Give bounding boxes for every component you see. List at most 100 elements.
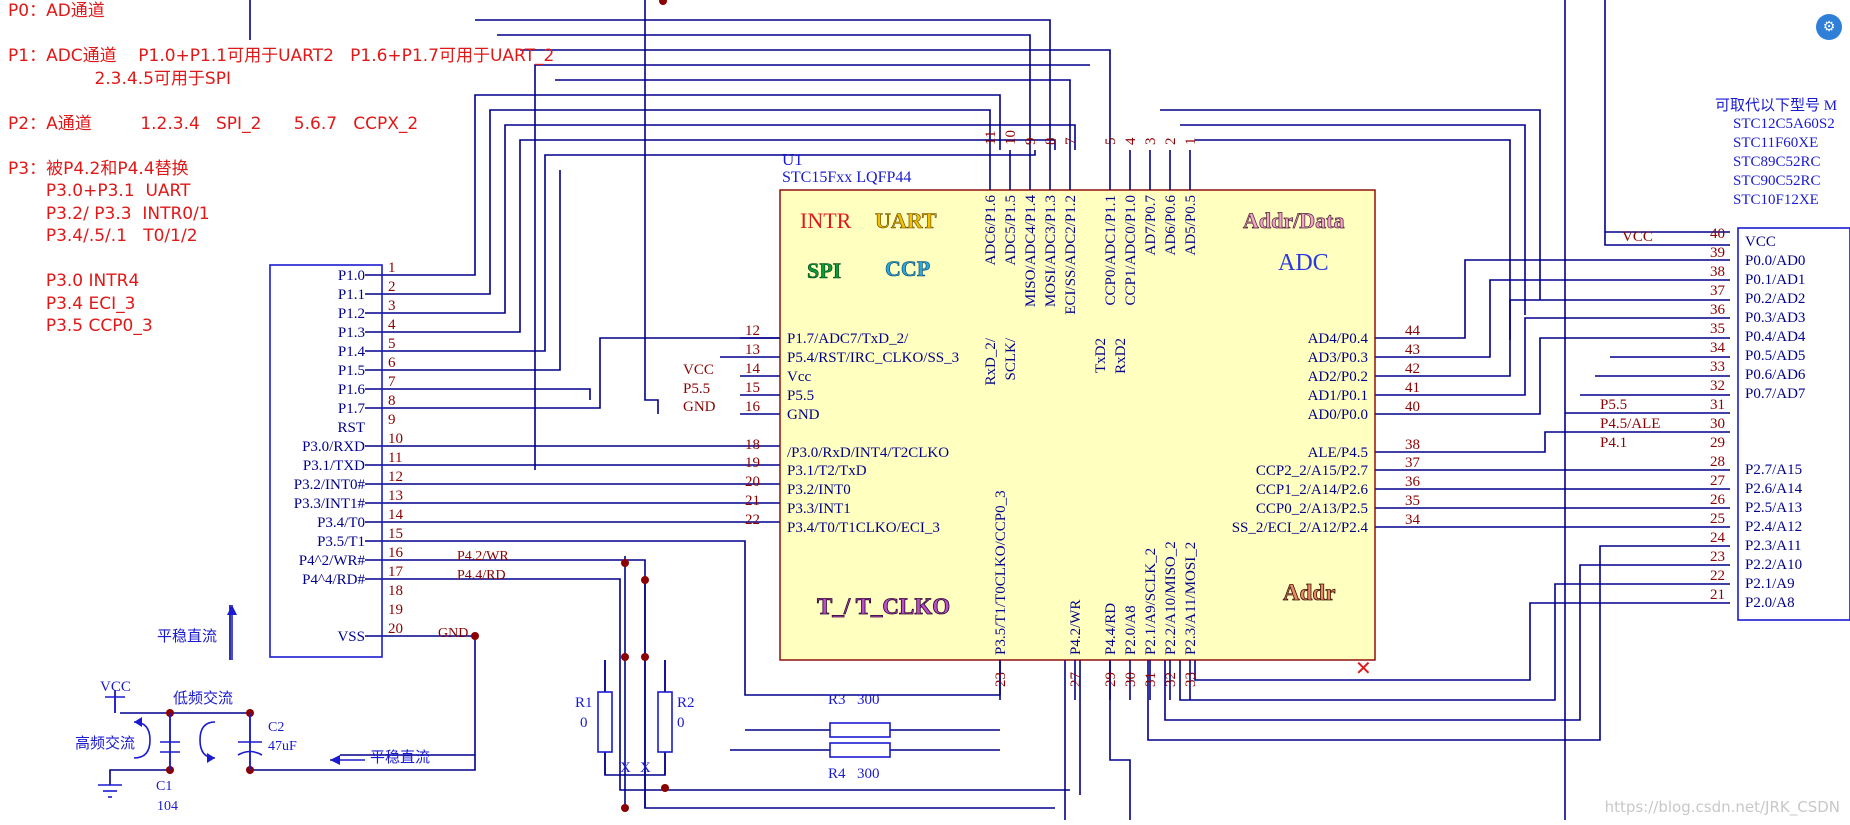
left-pin-name: P4^2/WR# xyxy=(299,553,366,569)
left-pin-name: VSS xyxy=(337,629,365,645)
u1-left-pin-name: /P3.0/RxD/INT4/T2CLKO xyxy=(787,445,949,461)
u1-top-pin-alt: RxD2 xyxy=(1113,338,1129,374)
right-pin-number: 24 xyxy=(1710,530,1726,546)
left-pin-name: P1.6 xyxy=(338,382,366,398)
u1-right-pin-number: 44 xyxy=(1405,323,1421,339)
right-pin-name: P2.7/A15 xyxy=(1745,462,1802,478)
u1-bottom-pin-name: P3.5/T1/T0CLKO/CCP0_3 xyxy=(993,490,1009,655)
group-addr-data: Addr/Data xyxy=(1243,208,1344,233)
left-pin-name: P1.3 xyxy=(338,325,365,341)
right-pin-number: 27 xyxy=(1710,473,1726,489)
r4-value: 300 xyxy=(857,766,880,782)
u1-top-pin-name: AD5/P0.5 xyxy=(1183,195,1199,255)
u1-left-pin-number: 12 xyxy=(745,323,760,339)
right-pin-name: P2.5/A13 xyxy=(1745,500,1802,516)
u1-bottom-pin-name: P4.2/WR xyxy=(1068,600,1084,655)
left-pin-name: P3.5/T1 xyxy=(317,534,365,550)
u1-bottom-pin-number: 27 xyxy=(1068,672,1084,688)
u1-right-pin-name: CCP0_2/A13/P2.5 xyxy=(1256,501,1368,517)
left-chip-body xyxy=(269,264,383,658)
u1-top-pin-name: AD7/P0.7 xyxy=(1143,195,1159,256)
net-gnd-left: GND xyxy=(438,626,468,641)
left-pin-name: P1.7 xyxy=(338,401,366,417)
model-item: STC12C5A60S2 xyxy=(1733,116,1835,132)
u1-left-pin-number: 15 xyxy=(745,380,760,396)
u1-right-pin-number: 40 xyxy=(1405,399,1420,415)
right-pin-name: P0.0/AD0 xyxy=(1745,253,1805,269)
right-pin-number: 36 xyxy=(1710,302,1726,318)
u1-right-pin-number: 42 xyxy=(1405,361,1420,377)
u1-right-pin-name: CCP2_2/A15/P2.7 xyxy=(1256,463,1369,479)
note-line: P3.0 INTR4 xyxy=(8,271,140,291)
u1-left-pin-name: P3.4/T0/T1CLKO/ECI_3 xyxy=(787,520,940,536)
right-pin-name: P2.3/A11 xyxy=(1745,538,1802,554)
left-pin-number: 13 xyxy=(388,488,403,504)
left-pin-number: 1 xyxy=(388,260,396,276)
right-pin-number: 22 xyxy=(1710,568,1725,584)
c1-label: C1 xyxy=(156,779,172,794)
model-list: STC12C5A60S2STC11F60XESTC89C52RCSTC90C52… xyxy=(1733,116,1835,208)
right-pin-name: P2.0/A8 xyxy=(1745,595,1795,611)
left-pin-name: P3.2/INT0# xyxy=(294,477,366,493)
high-freq-label: 高频交流 xyxy=(75,734,135,752)
net-p44: P4.4/RD xyxy=(457,568,506,583)
model-item: STC11F60XE xyxy=(1733,135,1818,151)
r3-value: 300 xyxy=(857,692,880,708)
net-vcc-u1: VCC xyxy=(683,362,714,378)
right-pin-name: P0.2/AD2 xyxy=(1745,291,1805,307)
left-pin-number: 5 xyxy=(388,336,396,352)
left-pin-name: P1.5 xyxy=(338,363,365,379)
u1-right-pin-number: 38 xyxy=(1405,437,1420,453)
left-pin-name: P3.4/T0 xyxy=(317,515,365,531)
note-line: 2.3.4.5可用于SPI xyxy=(8,68,231,89)
u1-left-pin-number: 13 xyxy=(745,342,760,358)
r1-label: R1 xyxy=(575,695,593,711)
left-pin-name: P1.1 xyxy=(338,287,365,303)
replace-title: 可取代以下型号 M xyxy=(1715,97,1837,114)
u1-top-pin-number: 11 xyxy=(983,131,999,145)
net-p55-right: P5.5 xyxy=(1600,397,1627,413)
u1-top-pin-number: 8 xyxy=(1043,138,1059,146)
u1-bottom-pin-number: 31 xyxy=(1143,672,1159,687)
left-pin-number: 2 xyxy=(388,279,396,295)
u1-right-pin-number: 41 xyxy=(1405,380,1420,396)
right-pin-number: 40 xyxy=(1710,226,1725,242)
right-pin-name: P0.5/AD5 xyxy=(1745,348,1805,364)
net-gnd-u1: GND xyxy=(683,399,716,415)
right-pin-number: 29 xyxy=(1710,435,1725,451)
x-mark-1: X xyxy=(620,760,631,776)
r2-value: 0 xyxy=(677,715,685,731)
u1-ref: U1 xyxy=(782,150,803,169)
u1-bottom-pin-number: 23 xyxy=(993,672,1009,687)
u1-part: STC15Fxx LQFP44 xyxy=(782,169,911,186)
r3-label: R3 xyxy=(828,692,846,708)
no-connect-mark: ✕ xyxy=(1355,658,1372,680)
note-line xyxy=(8,248,554,271)
right-pin-number: 21 xyxy=(1710,587,1725,603)
left-pin-number: 14 xyxy=(388,507,404,523)
left-chip-pins: 1P1.02P1.13P1.24P1.35P1.46P1.57P1.68P1.7… xyxy=(294,260,404,645)
u1-left-pin-name: GND xyxy=(787,407,820,423)
group-t-clko: T_/ T_CLKO xyxy=(817,594,950,619)
vcc-label: VCC xyxy=(100,679,131,695)
left-pin-name: P4^4/RD# xyxy=(302,572,365,588)
u1-top-pin-number: 9 xyxy=(1023,138,1039,146)
u1-top-pin-number: 4 xyxy=(1123,137,1139,145)
u1-right-pin-number: 37 xyxy=(1405,455,1421,471)
left-pin-name: P1.2 xyxy=(338,306,365,322)
left-pin-number: 20 xyxy=(388,621,403,637)
u1-top-pin-alt: TxD2 xyxy=(1093,338,1109,373)
u1-top-pin-name: CCP1/ADC0/P1.0 xyxy=(1123,195,1139,305)
left-pin-name: P3.1/TXD xyxy=(303,458,365,474)
left-pin-name: P1.0 xyxy=(338,268,365,284)
u1-left-pin-number: 18 xyxy=(745,437,760,453)
c2-value: 47uF xyxy=(268,739,297,754)
left-pin-name: P3.0/RXD xyxy=(302,439,365,455)
group-uart: UART xyxy=(875,208,937,233)
u1-bottom-pin-number: 32 xyxy=(1163,672,1179,687)
r2-label: R2 xyxy=(677,695,695,711)
floating-help-icon[interactable]: ⚙ xyxy=(1816,14,1842,40)
note-line: P1：ADC通道 P1.0+P1.1可用于UART2 P1.6+P1.7可用于U… xyxy=(8,46,555,66)
